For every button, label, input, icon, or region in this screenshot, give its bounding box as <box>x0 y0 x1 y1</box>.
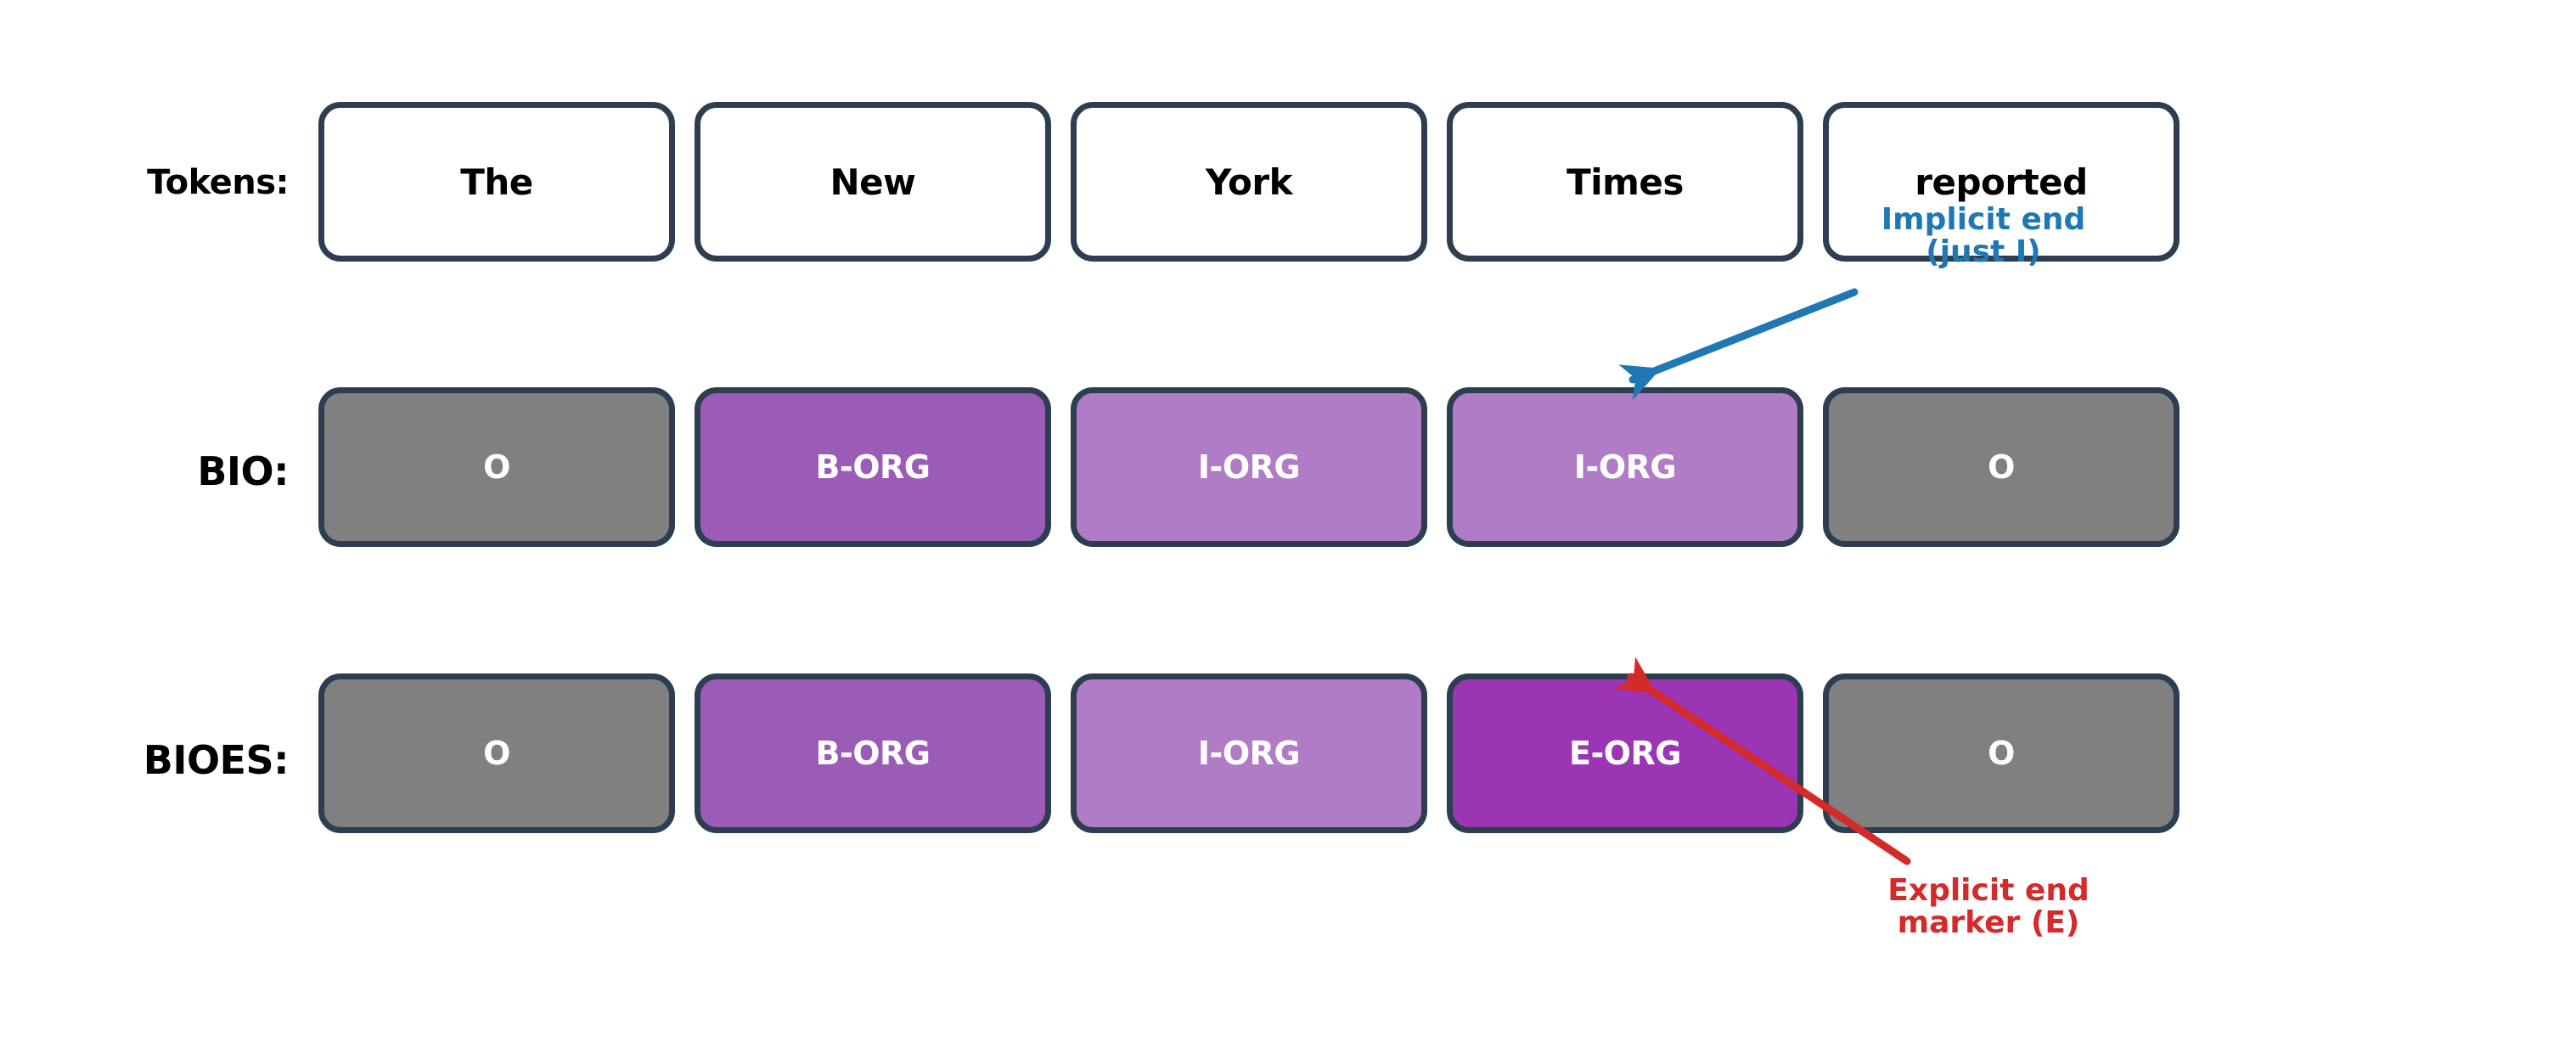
bioes-cell-3: I-ORG <box>1071 673 1427 833</box>
bio-cell-2: B-ORG <box>695 387 1051 547</box>
token-cell-5: reported <box>1823 102 2179 262</box>
token-cell-4: Times <box>1447 102 1803 262</box>
bio-cell-5-text: O <box>1988 448 2015 486</box>
token-cell-5-text: reported <box>1915 161 2088 203</box>
token-cell-1-text: The <box>460 161 533 203</box>
bio-cell-1: O <box>318 387 675 547</box>
bioes-cell-2-text: B-ORG <box>815 735 931 772</box>
row-label-bioes: BIOES: <box>143 737 290 783</box>
row-label-tokens: Tokens: <box>147 163 289 202</box>
explicit-end-annotation: Explicit end marker (E) <box>1887 873 2089 941</box>
bioes-cell-1-text: O <box>483 735 510 772</box>
bio-cell-2-text: B-ORG <box>815 448 931 486</box>
bioes-cell-5: O <box>1823 673 2179 833</box>
bio-cell-1-text: O <box>483 448 510 486</box>
bioes-cell-4-text: E-ORG <box>1569 735 1681 772</box>
token-cell-2: New <box>695 102 1051 262</box>
bio-cell-3: I-ORG <box>1071 387 1427 547</box>
token-cell-2-text: New <box>830 161 916 203</box>
bioes-cell-5-text: O <box>1988 735 2015 772</box>
bio-cell-5: O <box>1823 387 2179 547</box>
token-cell-1: The <box>318 102 675 262</box>
row-label-bio: BIO: <box>197 448 289 494</box>
bioes-cell-4: E-ORG <box>1447 673 1803 833</box>
bio-cell-4: I-ORG <box>1447 387 1803 547</box>
bio-cell-4-text: I-ORG <box>1573 448 1677 486</box>
token-cell-3-text: York <box>1205 161 1293 203</box>
token-cell-3: York <box>1071 102 1427 262</box>
bio-cell-3-text: I-ORG <box>1197 448 1301 486</box>
bioes-cell-2: B-ORG <box>695 673 1051 833</box>
implicit-end-arrow <box>1618 288 1859 401</box>
implicit-end-annotation: Implicit end (just I) <box>1881 202 2086 270</box>
bioes-cell-1: O <box>318 673 675 833</box>
token-cell-4-text: Times <box>1566 161 1684 203</box>
bioes-cell-3-text: I-ORG <box>1197 735 1301 772</box>
